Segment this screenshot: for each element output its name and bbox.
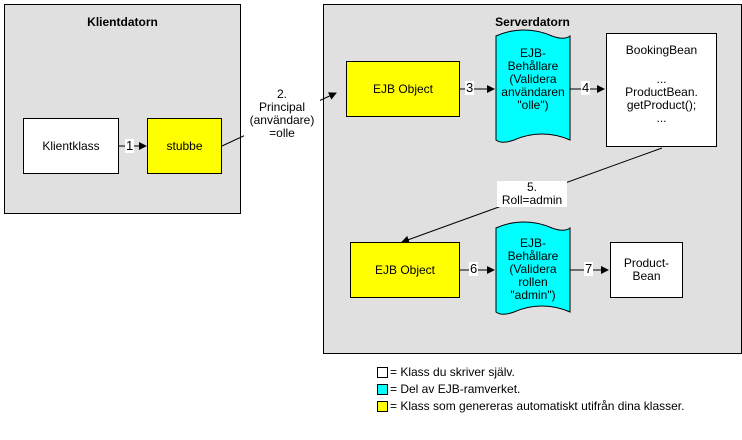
stub-box: stubbe <box>147 118 222 174</box>
container-bottom-line: (Validera <box>509 262 557 276</box>
client-panel: Klientdatorn <box>4 4 241 214</box>
product-bean-box: Product- Bean <box>610 242 683 298</box>
step-5-line: Roll=admin <box>501 193 563 207</box>
step-2-line: (användare) <box>249 113 315 127</box>
step-6-label: 6 <box>469 261 479 276</box>
container-top-line: Behållare <box>507 59 559 73</box>
container-bottom-line: EJB- <box>519 236 546 250</box>
step-5-label: 5. Roll=admin <box>497 181 567 207</box>
container-bottom-line: Behållare <box>507 249 559 263</box>
step-5-line: 5. <box>526 180 537 194</box>
ejb-container-bottom-text: EJB- Behållare (Validera rollen "admin") <box>496 237 570 302</box>
ejb-container-top-text: EJB- Behållare (Validera användaren "oll… <box>496 47 570 112</box>
container-top-line: användaren <box>501 85 565 99</box>
client-panel-title: Klientdatorn <box>87 15 158 29</box>
ejb-container-top-shape <box>495 29 571 143</box>
ejb-object-bottom-box: EJB Object <box>350 242 460 298</box>
step-4-label: 4 <box>581 80 591 95</box>
step-2-line: =olle <box>269 126 295 140</box>
client-class-box: Klientklass <box>23 118 119 174</box>
step-2-label: 2. Principal (användare) =olle <box>244 88 320 140</box>
container-top-line: "olle") <box>517 98 549 112</box>
legend-text-generated: = Klass som genereras automatiskt utifrå… <box>390 399 685 413</box>
container-bottom-line: "admin") <box>510 288 556 302</box>
client-class-label: Klientklass <box>42 138 100 153</box>
product-bean-line: Bean <box>632 269 661 283</box>
container-top-line: EJB- <box>519 46 546 60</box>
container-bottom-line: rollen <box>518 275 548 289</box>
product-bean-line: Product- <box>623 256 670 270</box>
booking-bean-line: ... <box>656 72 667 86</box>
legend-text-framework: = Del av EJB-ramverket. <box>390 382 521 396</box>
legend-swatch-own <box>377 367 388 378</box>
booking-bean-box: BookingBean ... ProductBean. getProduct(… <box>606 33 717 147</box>
container-top-line: (Validera <box>509 72 557 86</box>
legend-swatch-generated <box>377 401 388 412</box>
step-1-label: 1 <box>125 138 135 153</box>
step-2-line: 2. <box>276 87 287 101</box>
booking-bean-line: ProductBean. <box>625 85 698 99</box>
booking-bean-line: ... <box>656 111 667 125</box>
stub-label: stubbe <box>166 138 203 153</box>
ejb-object-bottom-label: EJB Object <box>374 262 436 277</box>
ejb-object-top-box: EJB Object <box>346 61 460 117</box>
booking-bean-line: getProduct(); <box>626 98 697 112</box>
ejb-container-bottom-shape <box>495 221 571 315</box>
step-3-label: 3 <box>465 80 475 95</box>
booking-bean-title: BookingBean <box>625 43 698 57</box>
server-panel-title: Serverdatorn <box>495 15 570 29</box>
step-2-line: Principal <box>258 100 306 114</box>
ejb-object-top-label: EJB Object <box>372 81 434 96</box>
legend-text-own: = Klass du skriver själv. <box>390 365 515 379</box>
legend-swatch-framework <box>377 384 388 395</box>
step-7-label: 7 <box>584 261 594 276</box>
